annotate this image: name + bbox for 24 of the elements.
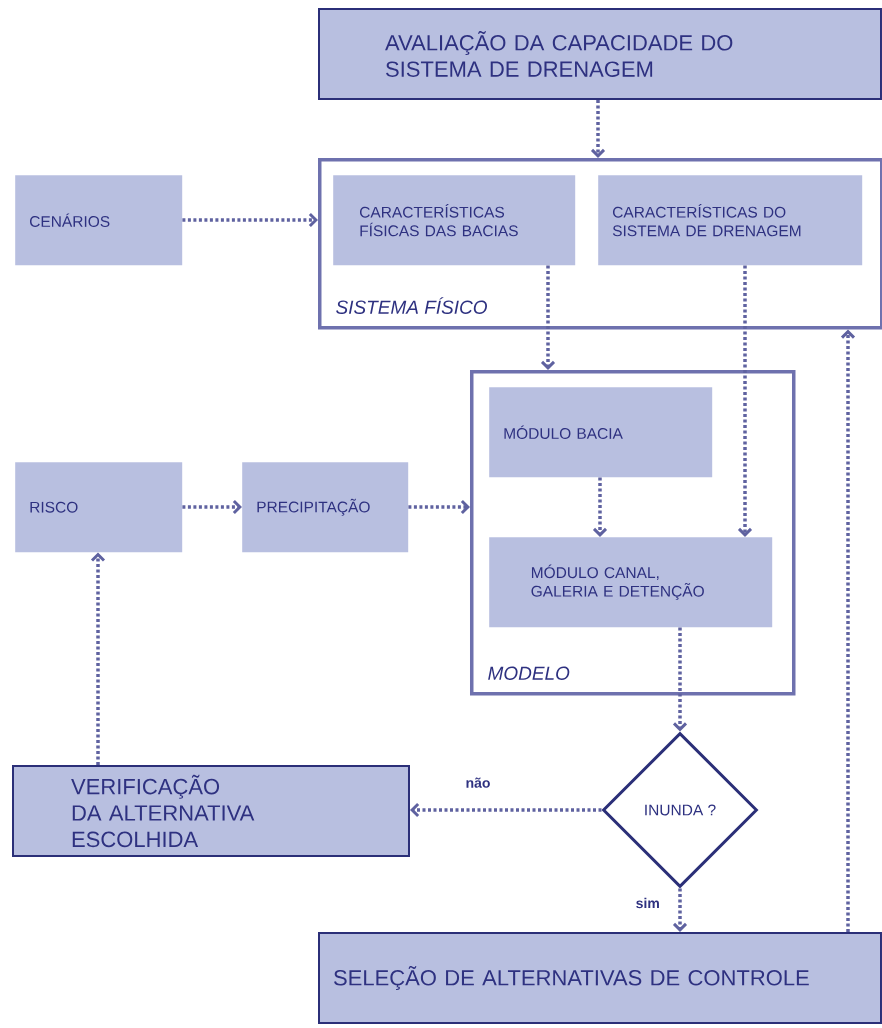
arrow (840, 329, 856, 932)
edge-label: não (463, 775, 493, 790)
arrow (410, 802, 602, 818)
arrow (182, 499, 242, 515)
process-box: MÓDULO CANAL, GALERIA E DETENÇÃO (489, 537, 773, 628)
process-box: PRECIPITAÇÃO (242, 462, 409, 553)
process-box: CARACTERÍSTICAS FÍSICAS DAS BACIAS (333, 175, 576, 266)
arrow (590, 100, 606, 158)
arrow (540, 265, 556, 370)
process-box: SELEÇÃO DE ALTERNATIVAS DE CONTROLE (318, 932, 882, 1024)
process-box: VERIFICAÇÃO DA ALTERNATIVA ESCOLHIDA (12, 765, 410, 857)
process-box: MÓDULO BACIA (489, 387, 713, 478)
edge-label: sim (633, 895, 662, 911)
arrow (182, 212, 318, 228)
arrow (672, 627, 688, 732)
arrow (592, 477, 608, 537)
arrow (737, 265, 753, 537)
arrow (90, 552, 106, 765)
process-box: CENÁRIOS (15, 175, 183, 266)
process-box: RISCO (15, 462, 183, 553)
arrow (408, 499, 470, 515)
arrow (672, 888, 688, 932)
process-box: AVALIAÇÃO DA CAPACIDADE DO SISTEMA DE DRENAGEM (318, 8, 882, 100)
process-box: CARACTERÍSTICAS DO SISTEMA DE DRENAGEM (598, 175, 863, 266)
